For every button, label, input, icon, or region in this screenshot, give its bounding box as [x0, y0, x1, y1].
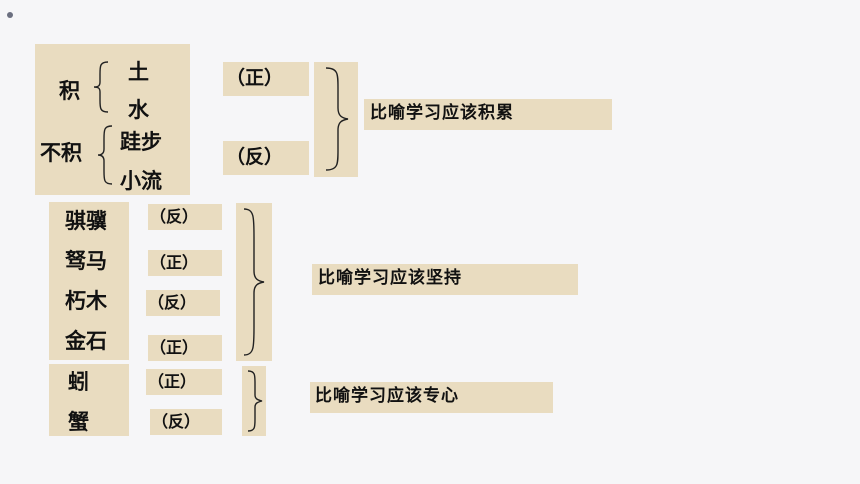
- group1-pos-tag: （正）: [226, 67, 284, 89]
- group3-tag-2-bg: [150, 409, 222, 435]
- group2-conclusion-bg: [312, 264, 578, 295]
- group2-tag-4: （正）: [150, 338, 199, 357]
- group2-word-4: 金石: [65, 329, 107, 353]
- group1-neg-tag: （反）: [226, 146, 284, 168]
- group2-tag-1: （反）: [150, 207, 199, 226]
- group2-tag-3-bg: [146, 290, 220, 316]
- group2-word-2: 驽马: [65, 249, 107, 273]
- group2-word-1: 骐骥: [65, 209, 107, 233]
- group3-tag-2: （反）: [152, 412, 201, 431]
- group2-word-panel: [49, 202, 129, 360]
- group1-neg-tag-bg: [223, 141, 309, 175]
- group3-right-brace: [247, 370, 263, 432]
- buji-item-2: 小流: [120, 169, 162, 193]
- ji-item-2: 水: [128, 98, 149, 122]
- group3-word-1: 蚓: [68, 370, 89, 394]
- bullet-dot: [7, 12, 13, 18]
- group1-brace-bg: [314, 62, 358, 177]
- group1-pos-tag-bg: [223, 62, 309, 96]
- group3-word-panel: [49, 364, 129, 436]
- buji-brace: [97, 125, 113, 185]
- group2-tag-2: （正）: [150, 253, 199, 272]
- group3-tag-1: （正）: [148, 372, 197, 391]
- group1-word-panel: [35, 44, 190, 195]
- group2-tag-2-bg: [148, 250, 222, 276]
- group3-word-2: 蟹: [68, 410, 89, 434]
- buji-label: 不积: [40, 141, 82, 165]
- group1-conclusion: 比喻学习应该积累: [370, 103, 514, 123]
- group2-word-3: 朽木: [65, 289, 107, 313]
- group3-tag-1-bg: [146, 369, 222, 395]
- ji-label: 积: [59, 79, 80, 103]
- group3-conclusion: 比喻学习应该专心: [315, 386, 459, 406]
- group2-tag-3: （反）: [148, 293, 197, 312]
- group2-conclusion: 比喻学习应该坚持: [318, 268, 462, 288]
- group2-right-brace: [243, 208, 265, 356]
- group2-tag-1-bg: [148, 204, 222, 230]
- buji-item-1: 跬步: [120, 130, 162, 154]
- group1-right-brace: [325, 67, 349, 171]
- ji-item-1: 土: [128, 60, 149, 84]
- ji-brace: [93, 61, 109, 113]
- group1-conclusion-bg: [364, 99, 612, 130]
- group2-tag-4-bg: [148, 335, 222, 361]
- group3-conclusion-bg: [310, 382, 553, 413]
